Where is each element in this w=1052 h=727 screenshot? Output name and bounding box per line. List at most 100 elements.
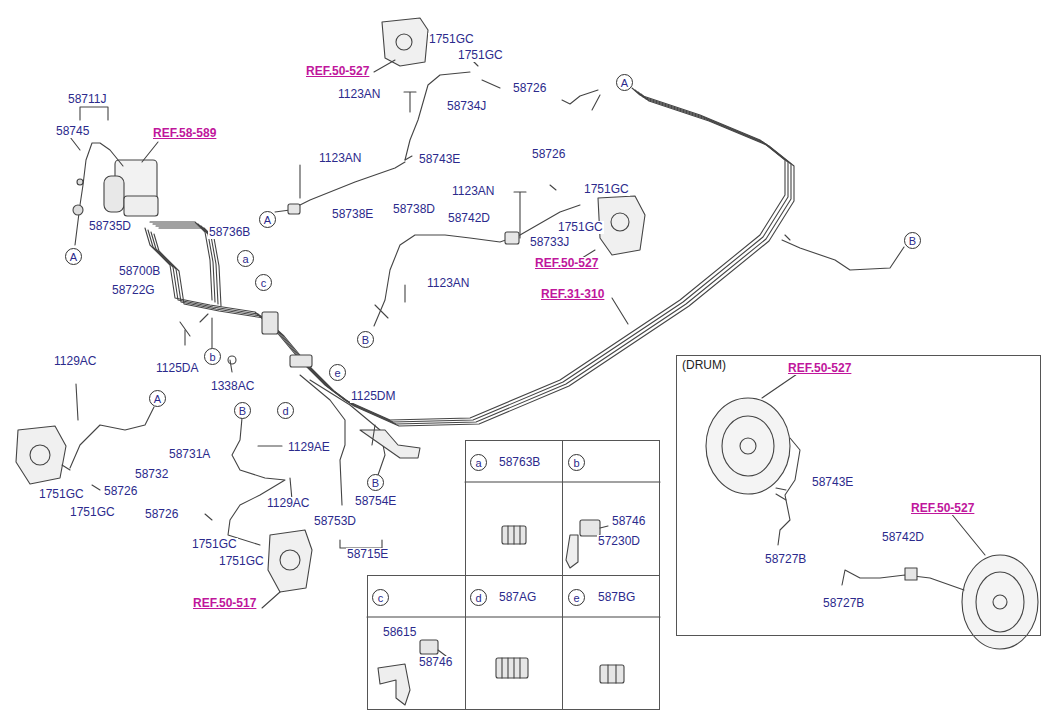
table-cell: 58763Ba: [465, 440, 563, 576]
part-number: (DRUM): [681, 359, 727, 372]
part-number: 1129AC: [53, 355, 97, 368]
part-number: 1751GC: [557, 221, 604, 234]
part-number: 1751GC: [69, 506, 116, 519]
callout-letter: a: [475, 457, 481, 469]
part-number: 58753D: [313, 515, 357, 528]
part-number: 58745: [55, 125, 90, 138]
callout-letter: b: [573, 457, 579, 469]
part-number: 58742D: [447, 212, 491, 225]
callout-circle: B: [357, 331, 374, 348]
part-number: 58736B: [208, 226, 251, 239]
callout-circle: b: [204, 348, 221, 365]
callout-letter: B: [239, 405, 246, 417]
callout-letter: e: [334, 367, 340, 379]
part-number: 1338AC: [210, 380, 255, 393]
part-number: 57230D: [597, 535, 641, 548]
part-number: 58735D: [88, 220, 132, 233]
part-number: 58715E: [346, 548, 389, 561]
reference-label: REF.50-527: [787, 362, 852, 375]
part-number: 58738E: [331, 208, 374, 221]
part-number: 58722G: [111, 284, 156, 297]
callout-circle: c: [255, 274, 272, 291]
callout-circle: B: [367, 474, 384, 491]
part-number: 1123AN: [426, 277, 470, 290]
part-number: 1751GC: [218, 555, 265, 568]
part-number: 58726: [103, 485, 138, 498]
callout-letter: A: [70, 251, 77, 263]
part-number: 58746: [418, 656, 453, 669]
reference-label: REF.50-517: [192, 597, 257, 610]
callout-circle: c: [372, 589, 389, 606]
part-number: 1123AN: [451, 185, 495, 198]
callout-circle: A: [149, 390, 166, 407]
reference-label: REF.31-310: [540, 288, 605, 301]
callout-letter: a: [242, 253, 248, 265]
table-cell: 58615 58746 c: [367, 575, 466, 710]
callout-letter: c: [378, 592, 384, 604]
reference-label: REF.50-527: [305, 65, 370, 78]
part-number: 58742D: [881, 531, 925, 544]
callout-letter: A: [264, 214, 271, 226]
callout-letter: d: [475, 592, 481, 604]
part-number: 58743E: [811, 476, 854, 489]
part-number: 587BG: [597, 591, 636, 604]
callout-letter: B: [372, 477, 379, 489]
callout-letter: c: [261, 277, 267, 289]
part-number: 58738D: [392, 203, 436, 216]
callout-letter: b: [209, 351, 215, 363]
part-number: 58711J: [67, 93, 107, 106]
callout-circle: B: [904, 232, 921, 249]
callout-circle: B: [234, 402, 251, 419]
part-number: 58733J: [529, 236, 570, 249]
callout-circle: e: [568, 589, 585, 606]
part-number: 58726: [531, 148, 566, 161]
callout-letter: B: [909, 235, 916, 247]
part-number: 1751GC: [457, 49, 504, 62]
callout-letter: d: [282, 405, 288, 417]
callout-letter: A: [154, 393, 161, 405]
reference-label: REF.50-527: [534, 257, 599, 270]
callout-circle: d: [277, 402, 294, 419]
part-number: 58727B: [764, 553, 807, 566]
callout-circle: d: [470, 589, 487, 606]
table-cell: 587AG d: [465, 575, 563, 710]
callout-circle: a: [470, 454, 487, 471]
part-number: 1751GC: [583, 183, 630, 196]
callout-circle: A: [259, 211, 276, 228]
part-number: 58731A: [168, 448, 211, 461]
part-number: 1751GC: [38, 488, 85, 501]
drum-panel: (DRUM): [676, 355, 1041, 636]
part-number: 58700B: [118, 265, 161, 278]
part-number: 1751GC: [428, 33, 475, 46]
part-number: 58732: [134, 468, 169, 481]
part-number: 58746: [611, 515, 646, 528]
part-number: 58727B: [822, 597, 865, 610]
part-number: 58754E: [354, 495, 397, 508]
part-number: 1125DM: [350, 390, 396, 403]
part-number: 1123AN: [318, 152, 362, 165]
part-number: 1751GC: [191, 538, 238, 551]
part-number: 1125DA: [155, 362, 199, 375]
callout-circle: e: [329, 364, 346, 381]
part-number: 1123AN: [337, 88, 381, 101]
part-number: 1129AE: [287, 441, 331, 454]
callout-letter: A: [621, 77, 628, 89]
part-number: 58743E: [418, 153, 461, 166]
table-cell: 58746 57230D b: [562, 440, 660, 576]
part-number: 58726: [512, 82, 547, 95]
reference-label: REF.58-589: [152, 127, 217, 140]
callout-circle: A: [65, 248, 82, 265]
table-cell: 587BG e: [562, 575, 660, 710]
callout-circle: b: [568, 454, 585, 471]
callout-circle: a: [237, 250, 254, 267]
callout-letter: e: [573, 592, 579, 604]
part-number: 1129AC: [266, 497, 310, 510]
callout-circle: A: [616, 74, 633, 91]
reference-label: REF.50-527: [910, 502, 975, 515]
part-number: 58726: [144, 508, 179, 521]
part-number: 58734J: [446, 100, 487, 113]
part-number: 58615: [382, 626, 417, 639]
part-number: 587AG: [498, 591, 537, 604]
callout-letter: B: [362, 334, 369, 346]
